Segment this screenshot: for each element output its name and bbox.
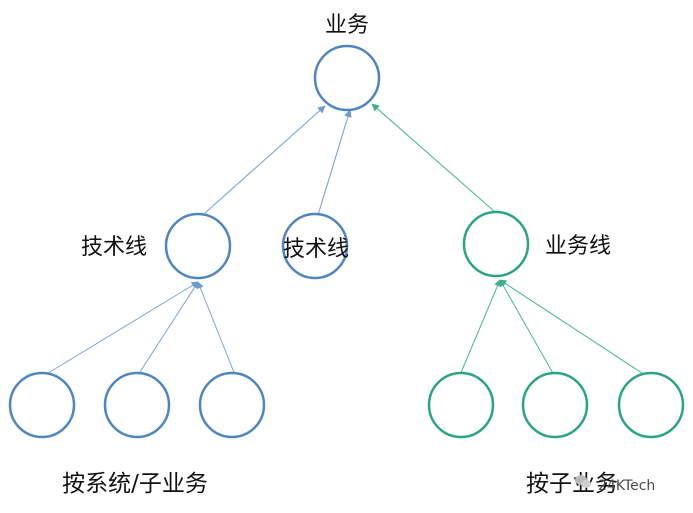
tech-line-left-node [164, 212, 232, 280]
business-line-label: 业务线 [545, 234, 611, 259]
right-sub-node-3 [617, 371, 685, 439]
watermark-text: 24KTech [598, 478, 655, 494]
root-node [313, 44, 381, 112]
left-sub-node-3 [198, 371, 266, 439]
business-line-node [462, 210, 530, 278]
group-left-label: 按系统/子业务 [62, 471, 208, 497]
left-sub-node-1 [8, 371, 76, 439]
tech-line-middle-label: 技术线 [283, 237, 349, 262]
edge-left-sub1-to-tech [44, 281, 199, 376]
edge-right-sub1-to-business [459, 279, 501, 376]
edge-left-sub2-to-tech [137, 281, 199, 376]
tech-line-middle-node [281, 212, 349, 280]
right-sub-node-1 [427, 371, 495, 439]
edge-right-sub3-to-business [499, 279, 646, 376]
edge-tech-middle-to-root [317, 109, 352, 216]
left-sub-node-2 [103, 371, 171, 439]
watermark: 24KTech [575, 475, 655, 494]
group-right-label: 按子业务 [526, 471, 618, 497]
edge-business-line-to-root [371, 103, 496, 213]
root-label: 业务 [325, 13, 369, 38]
edge-left-sub3-to-tech [197, 281, 236, 376]
edge-right-sub2-to-business [499, 279, 555, 376]
right-sub-node-2 [521, 371, 589, 439]
wechat-icon [575, 475, 591, 488]
edge-tech-left-to-root [204, 105, 326, 214]
tech-line-left-label: 技术线 [81, 235, 147, 260]
